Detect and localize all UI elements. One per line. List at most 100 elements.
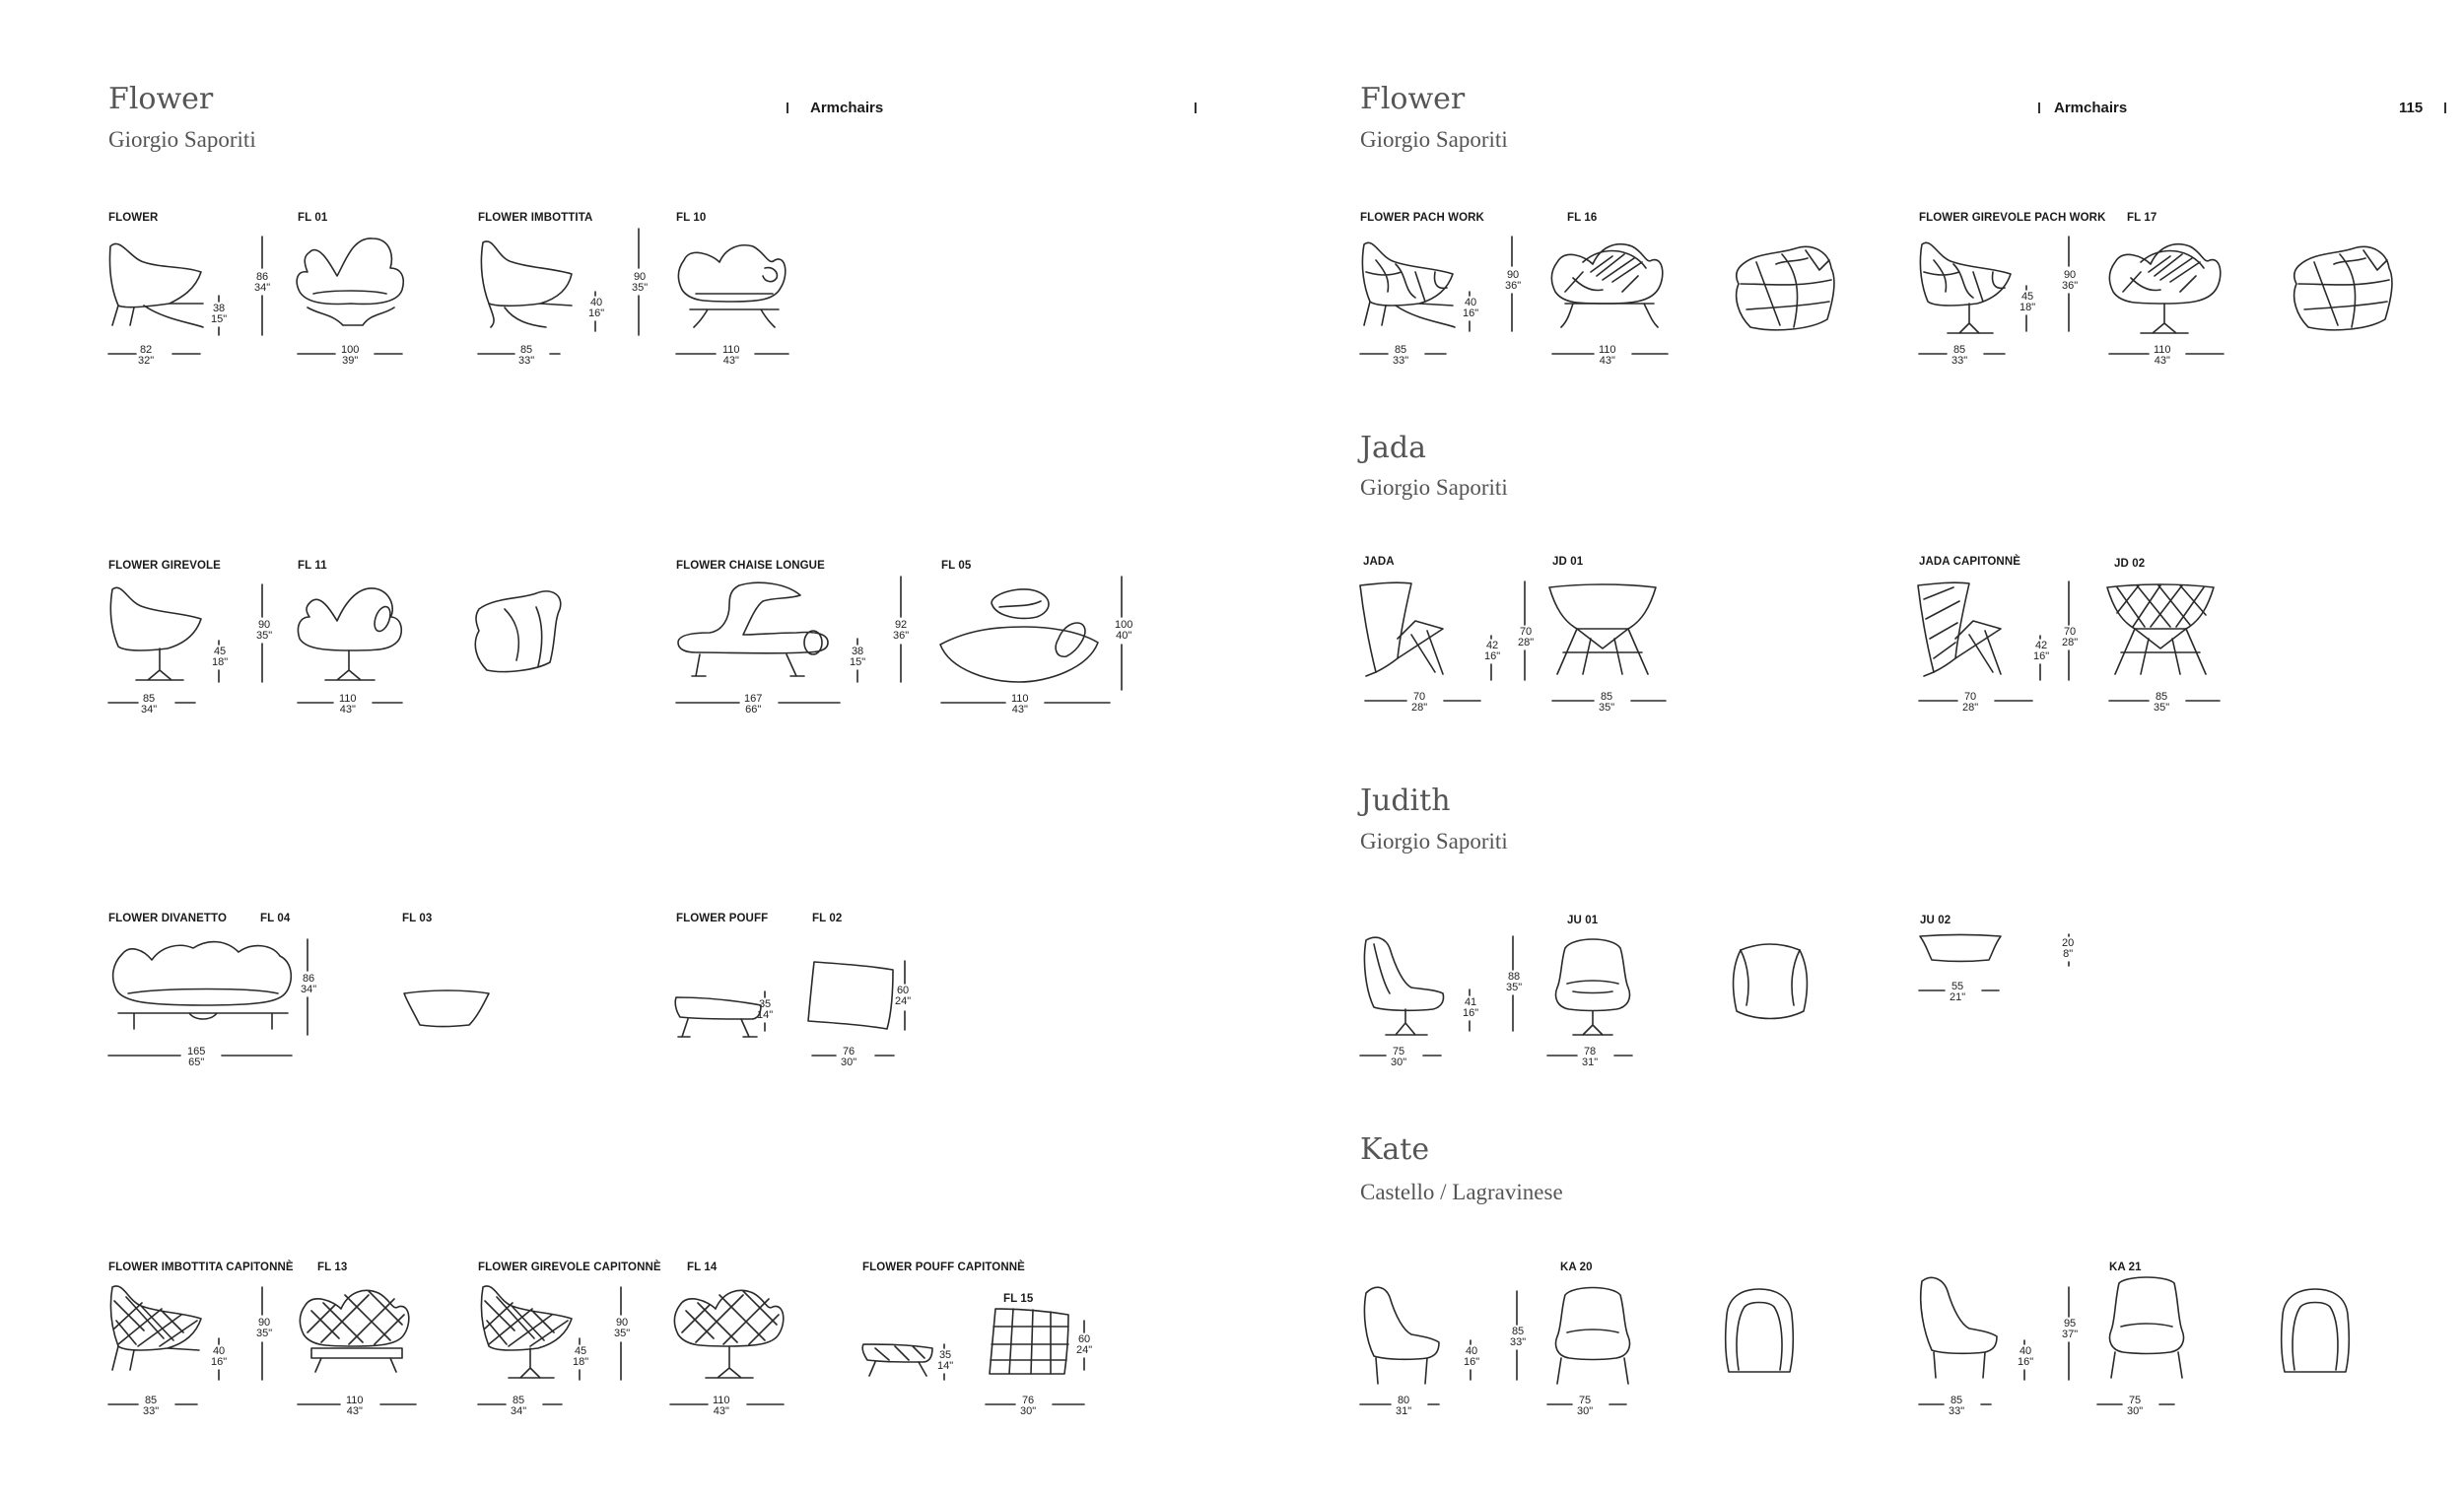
ka20-front-drawing bbox=[1554, 1286, 1631, 1385]
collection-title: Flower bbox=[108, 82, 214, 116]
ka21-back-drawing bbox=[2280, 1288, 2351, 1373]
flower-side-drawing bbox=[108, 242, 204, 328]
ju01-front-drawing bbox=[1554, 938, 1631, 1036]
product-code: FL 04 bbox=[260, 913, 291, 924]
header-divider bbox=[2038, 102, 2040, 113]
flower-pach-work-side-drawing bbox=[1361, 241, 1456, 328]
product-label: FLOWER PACH WORK bbox=[1360, 212, 1484, 224]
collection-designer: Castello / Lagravinese bbox=[1360, 1180, 1563, 1204]
fl10-front-drawing bbox=[677, 244, 787, 328]
page-number: 115 bbox=[2399, 100, 2424, 116]
flower-chaise-longue-side-drawing bbox=[677, 581, 829, 677]
header-divider bbox=[787, 102, 788, 113]
flower-pouff-capitonne-side-drawing bbox=[861, 1343, 933, 1377]
product-code: JD 02 bbox=[2114, 558, 2146, 570]
fl03-top-drawing bbox=[403, 989, 490, 1028]
header-divider bbox=[2444, 102, 2446, 113]
header-divider bbox=[1195, 102, 1197, 113]
fl11-front-drawing bbox=[297, 587, 403, 681]
product-label: FLOWER POUFF CAPITONNÈ bbox=[862, 1261, 1025, 1273]
product-code: KA 20 bbox=[1560, 1261, 1593, 1273]
flower-girevole-capitonne-side-drawing bbox=[480, 1285, 573, 1379]
product-code: FL 13 bbox=[317, 1261, 348, 1273]
product-code: FL 02 bbox=[812, 913, 843, 924]
flower-girevole-pach-work-side-drawing bbox=[1919, 241, 2012, 334]
product-code: KA 21 bbox=[2109, 1261, 2142, 1273]
fl17-back-drawing bbox=[2293, 245, 2393, 331]
jd02-front-drawing bbox=[2106, 583, 2215, 675]
product-code: FL 14 bbox=[687, 1261, 718, 1273]
product-label: JADA CAPITONNÈ bbox=[1919, 556, 2020, 568]
fl14-front-drawing bbox=[673, 1289, 785, 1379]
fl13-front-drawing bbox=[299, 1289, 410, 1373]
product-code: FL 03 bbox=[402, 913, 433, 924]
collection-designer: Giorgio Saporiti bbox=[1360, 475, 1508, 500]
fl02-top-drawing bbox=[807, 961, 894, 1030]
collection-title: Judith bbox=[1360, 784, 1451, 818]
collection-designer: Giorgio Saporiti bbox=[108, 127, 256, 152]
product-label: FLOWER DIVANETTO bbox=[108, 913, 228, 924]
product-label: FLOWER GIREVOLE bbox=[108, 560, 221, 572]
product-label: FLOWER GIREVOLE CAPITONNÈ bbox=[478, 1261, 661, 1273]
fl01-front-drawing bbox=[296, 238, 405, 326]
flower-imbottita-capitonne-side-drawing bbox=[109, 1285, 202, 1371]
product-label: FLOWER CHAISE LONGUE bbox=[676, 560, 825, 572]
product-label: FLOWER IMBOTTITA bbox=[478, 212, 593, 224]
fl15-top-drawing bbox=[989, 1308, 1069, 1375]
fl11-back-drawing bbox=[474, 590, 562, 673]
product-code: FL 05 bbox=[941, 560, 972, 572]
jada-side-drawing bbox=[1359, 581, 1444, 677]
product-code: JU 01 bbox=[1567, 915, 1599, 926]
ju01-back-drawing bbox=[1732, 943, 1809, 1020]
section-label: Armchairs bbox=[2054, 100, 2128, 116]
product-label: JADA bbox=[1363, 556, 1395, 568]
collection-designer: Giorgio Saporiti bbox=[1360, 127, 1508, 152]
collection-title: Jada bbox=[1360, 431, 1427, 465]
kate-side-drawing bbox=[1363, 1286, 1440, 1385]
ka21-front-drawing bbox=[2108, 1276, 2185, 1379]
product-label: FLOWER IMBOTTITA CAPITONNÈ bbox=[108, 1261, 294, 1273]
jd01-front-drawing bbox=[1548, 583, 1657, 675]
